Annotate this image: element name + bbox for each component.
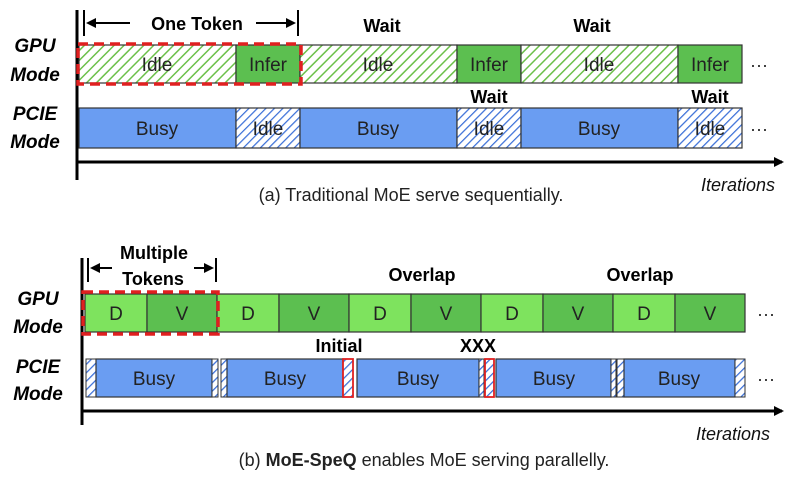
pcie-block-label: Busy [264,369,307,390]
gpu-block-d [480,293,544,333]
panel-a: GPU Mode PCIE Mode Idle Infer Idle Infer… [10,10,784,205]
wait-pcie-label: Wait [691,87,728,107]
gpu-block-d [84,293,148,333]
ellipsis-gpu-a: ··· [750,55,768,75]
pcie-hatch-sliver [610,358,617,398]
gpu-block-label: V [440,304,453,325]
one-token-label: One Token [151,14,243,34]
ellipsis-gpu-b: ··· [757,304,775,324]
one-token-highlight [76,42,303,86]
panel-b: GPU Mode PCIE Mode D V D V D V D V D [13,243,784,470]
gpu-label-b-1: GPU [17,289,59,310]
pcie-block-busy [299,107,458,149]
gpu-row-a: Idle Infer Idle Infer Idle Infer ··· [78,44,768,84]
gpu-block-v [410,293,482,333]
gpu-block-label: V [572,304,585,325]
pcie-block-busy [495,358,612,398]
gpu-block-v [674,293,746,333]
pcie-block-label: Busy [357,119,400,140]
gpu-block-d [348,293,412,333]
gpu-block-label: D [505,304,519,325]
gpu-block-label: V [308,304,321,325]
ellipsis-pcie-a: ··· [750,119,768,139]
gpu-row-b: D V D V D V D V D V ··· [84,293,775,333]
pcie-block-label: Busy [578,119,621,140]
initial-label: Initial [315,336,362,356]
gpu-block-infer [677,44,743,84]
wait-label: Wait [573,16,610,36]
caption-b-prefix: (b) [239,450,266,470]
gpu-block-label: D [109,304,123,325]
wait-label: Wait [363,16,400,36]
pcie-label-a-1: PCIE [13,104,59,125]
gpu-label-a-2: Mode [10,65,60,86]
multiple-tokens-label-2: Tokens [122,269,184,289]
pcie-hatch-sliver [734,358,746,398]
pcie-block-label: Busy [397,369,440,390]
gpu-block-label: Infer [249,55,288,76]
pcie-block-label: Busy [136,119,179,140]
gpu-label-b-2: Mode [13,317,63,338]
multiple-tokens-label-1: Multiple [120,243,188,263]
pcie-block-label: Idle [695,119,726,140]
gpu-block-label: V [704,304,717,325]
pcie-row-a: Busy Idle Busy Idle Busy Idle ··· [78,107,768,149]
gpu-block-label: D [373,304,387,325]
iterations-label-a: Iterations [701,175,775,195]
pcie-block-label: Idle [474,119,505,140]
pcie-block-label: Idle [253,119,284,140]
pcie-label-b-2: Mode [13,384,63,405]
gpu-block-v [278,293,350,333]
pcie-hatch-sliver [478,358,485,398]
gpu-block-label: Infer [691,55,730,76]
gpu-block-infer [456,44,522,84]
multiple-tokens-highlight [81,290,220,336]
gpu-block-label: V [176,304,189,325]
gpu-label-a-1: GPU [14,36,56,57]
caption-b-suffix: enables MoE serving parallelly. [357,450,610,470]
pcie-hatch-sliver [85,358,97,398]
pcie-block-busy [95,358,213,398]
pcie-initial-marker [342,358,354,398]
pcie-block-busy [226,358,344,398]
pcie-hatch-sliver [220,358,228,398]
pcie-label-a-2: Mode [10,132,60,153]
pcie-label-b-1: PCIE [16,357,62,378]
overlap-label: Overlap [388,265,455,285]
pcie-block-busy [356,358,480,398]
iterations-label-b: Iterations [696,424,770,444]
pcie-block-busy [520,107,679,149]
gpu-block-label: Infer [470,55,509,76]
xxx-label: XXX [460,336,496,356]
caption-b: (b) MoE-SpeQ enables MoE serving paralle… [239,450,610,470]
pcie-hatch-sliver [211,358,219,398]
overlap-label: Overlap [606,265,673,285]
pcie-block-idle [677,107,743,149]
wait-pcie-label: Wait [470,87,507,107]
caption-a: (a) Traditional MoE serve sequentially. [259,185,564,205]
pcie-row-b: Busy Busy Busy Busy Busy ··· [85,358,775,398]
pcie-block-busy [623,358,736,398]
gpu-block-label: Idle [584,55,615,76]
gpu-block-infer [235,44,301,84]
ellipsis-pcie-b: ··· [757,369,775,389]
pcie-xxx-marker [484,358,495,398]
gpu-block-label: D [241,304,255,325]
gpu-block-d [216,293,280,333]
pcie-block-label: Busy [658,369,701,390]
pcie-block-label: Busy [533,369,576,390]
pcie-block-label: Busy [133,369,176,390]
gpu-block-label: Idle [142,55,173,76]
gpu-block-label: D [637,304,651,325]
caption-b-bold: MoE-SpeQ [266,450,357,470]
gpu-block-d [612,293,676,333]
pcie-hatch-sliver [616,358,625,398]
gpu-block-label: Idle [363,55,394,76]
